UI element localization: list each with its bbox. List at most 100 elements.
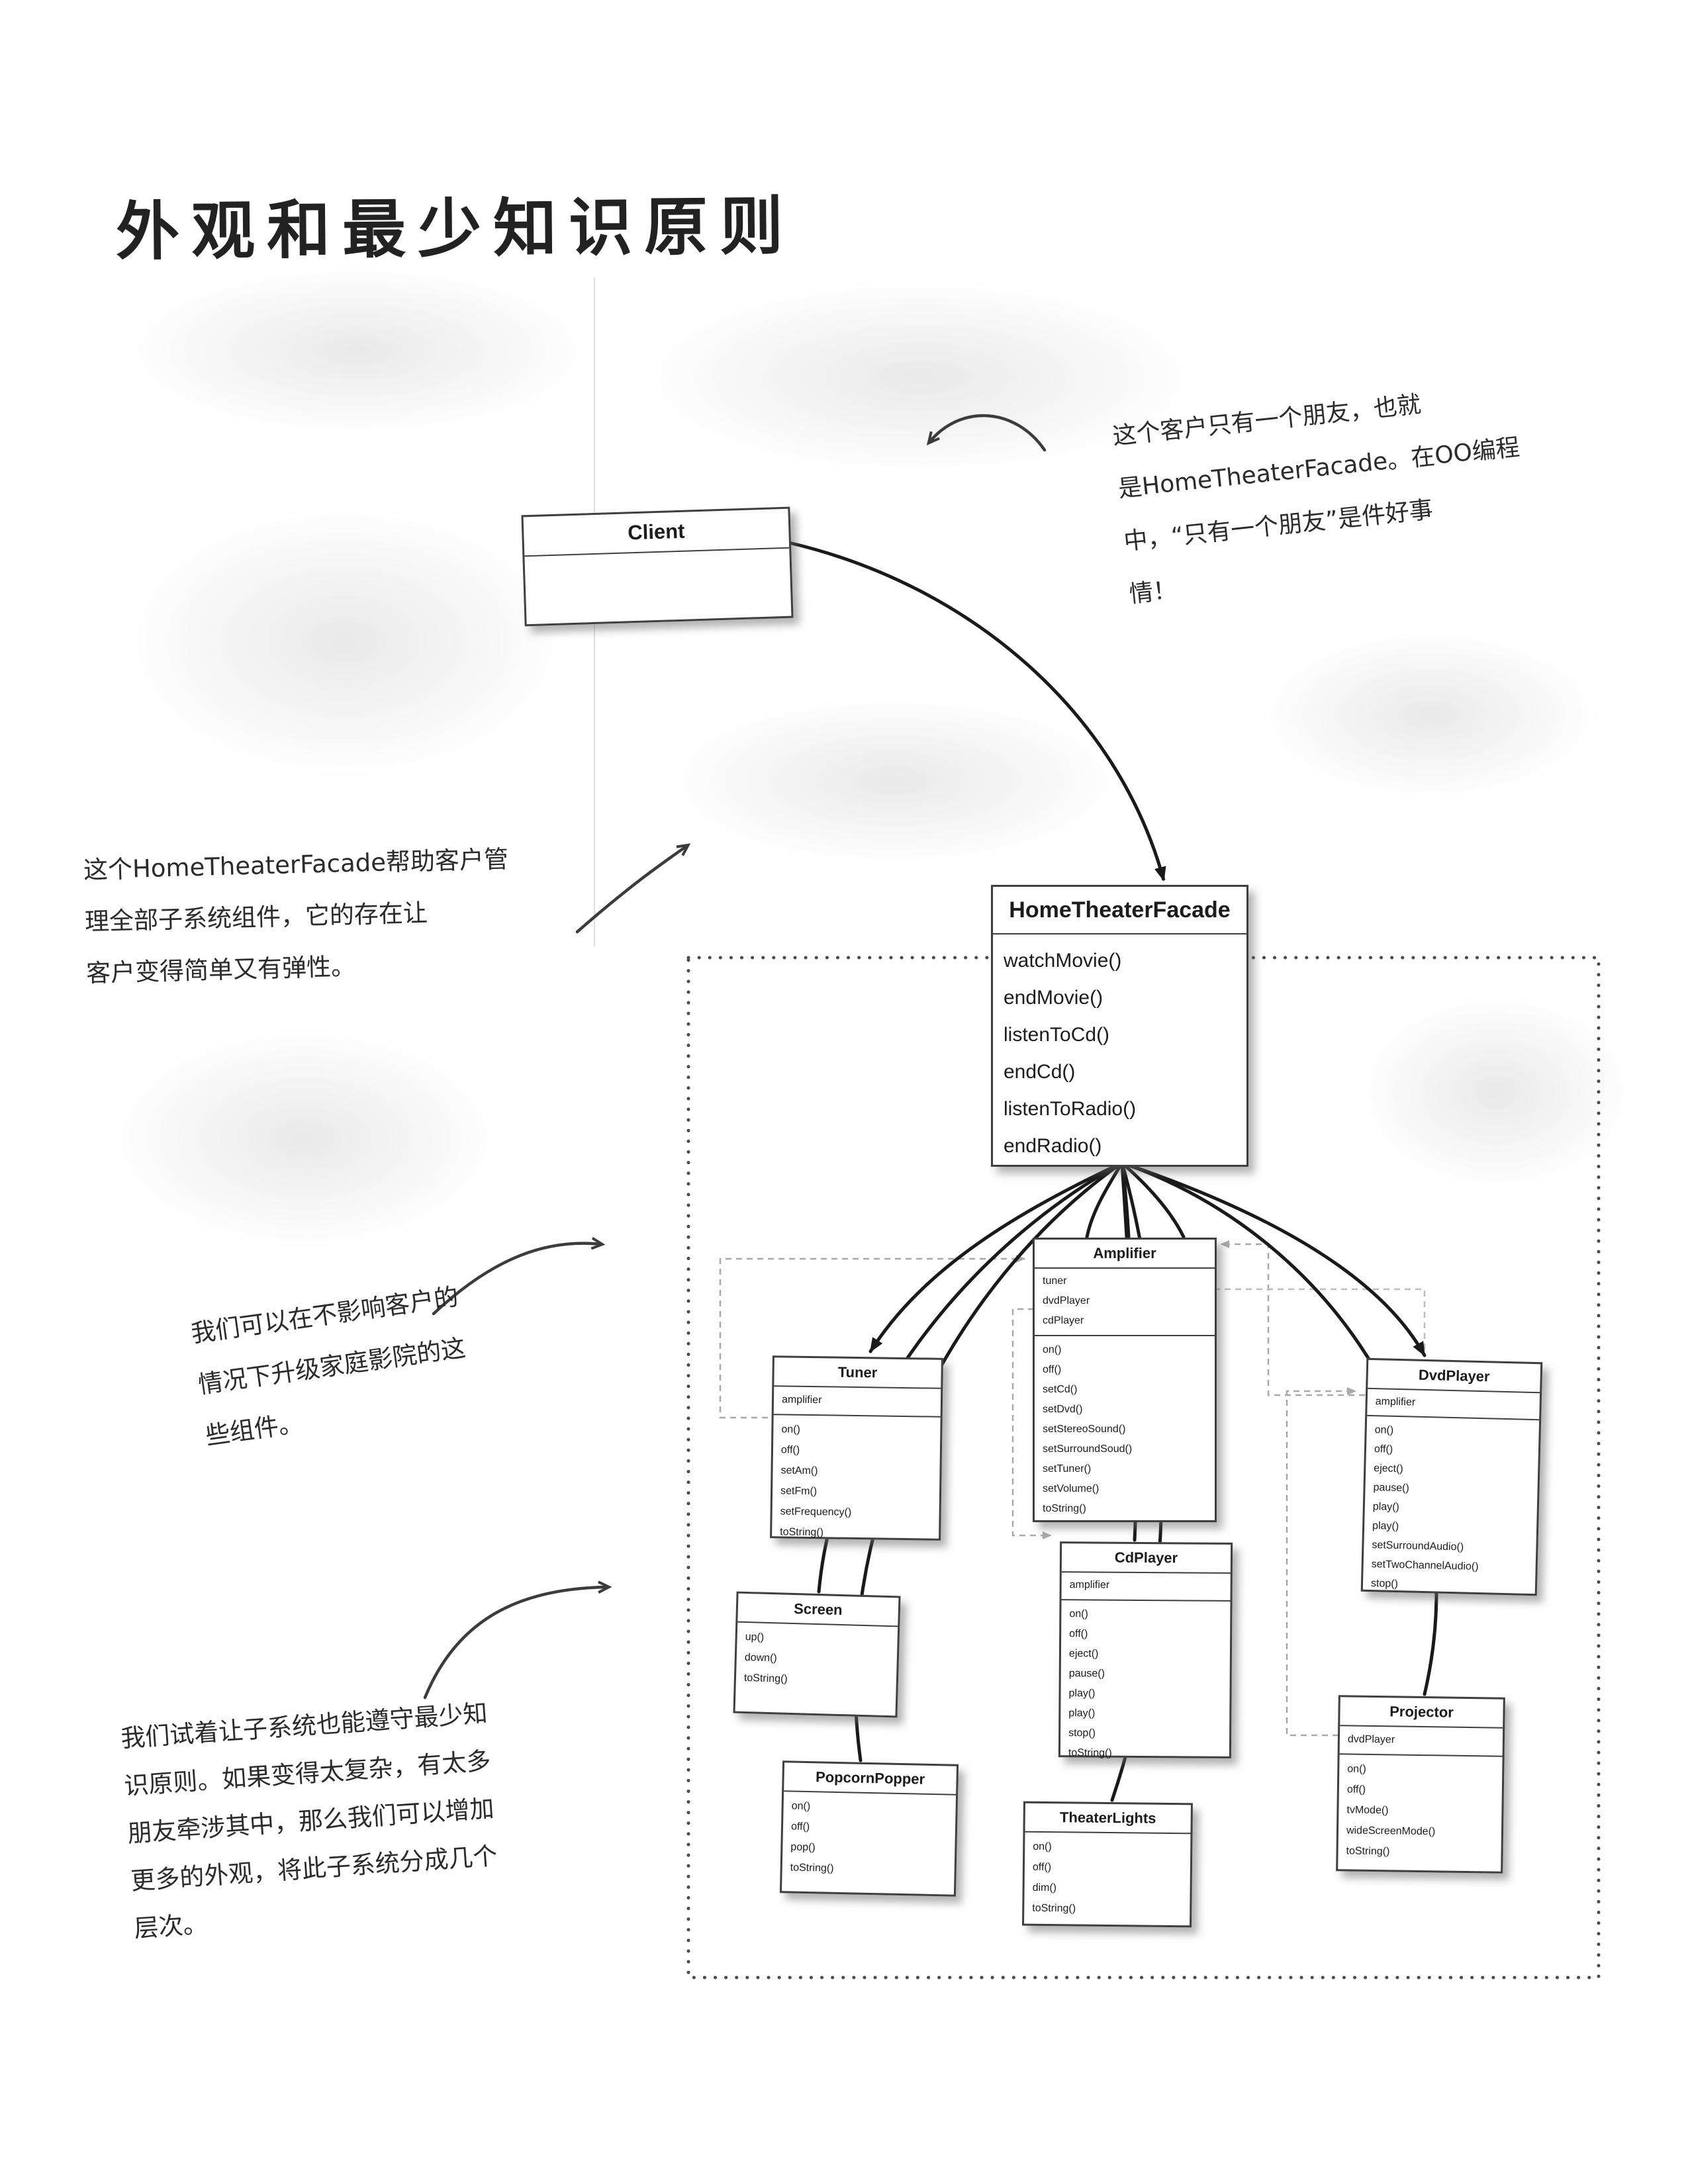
connector-facade-strand — [1120, 1161, 1186, 1239]
method-label: eject() — [1068, 1648, 1099, 1660]
method-label: off() — [1043, 1364, 1062, 1375]
method-label: endMovie() — [1004, 987, 1103, 1009]
class-attributes: dvdPlayer — [1339, 1726, 1503, 1757]
method-label: on() — [1347, 1763, 1366, 1775]
client-note-arrow — [926, 414, 1047, 452]
method-label: listenToCd() — [1004, 1024, 1110, 1046]
method-label: toString() — [790, 1862, 834, 1874]
method-label: off() — [1032, 1861, 1052, 1874]
class-title: Screen — [737, 1593, 899, 1627]
subsystem-note-arrow — [423, 1580, 612, 1700]
method-label: dim() — [1032, 1882, 1057, 1894]
class-title: DvdPlayer — [1368, 1359, 1541, 1394]
connector-client-facade — [788, 541, 1166, 882]
method-label: endCd() — [1004, 1061, 1076, 1083]
method-label: setVolume() — [1043, 1483, 1100, 1494]
method-label: listenToRadio() — [1004, 1098, 1137, 1120]
client-note: 这个客户只有一个朋友，也就是HomeTheaterFacade。在OO编程中，“… — [1110, 369, 1534, 621]
method-label: off() — [780, 1444, 800, 1456]
ref-dvdplayer-to-amplifier — [1220, 1240, 1365, 1396]
connector-facade-strand — [1120, 1161, 1131, 1239]
ref-amplifier-to-dvdplayer — [1214, 1288, 1426, 1357]
class-methods: on()off()eject()pause()play()play()stop(… — [1060, 1600, 1231, 1767]
attribute-label: dvdPlayer — [1347, 1733, 1395, 1746]
method-label: toString() — [1346, 1845, 1390, 1858]
class-box-hometheaterfacade: HomeTheaterFacade watchMovie() endMovie()… — [991, 885, 1248, 1167]
method-label: watchMovie() — [1004, 950, 1122, 972]
class-methods: up()down()toString() — [735, 1623, 898, 1716]
attribute-label: amplifier — [1069, 1579, 1110, 1591]
connector-facade-amplifier — [1085, 1161, 1124, 1239]
class-attributes: amplifier — [773, 1387, 941, 1418]
attribute-label: tuner — [1043, 1275, 1067, 1287]
class-methods: on() off() pop() toString() — [782, 1792, 956, 1894]
class-methods: on() off() tvMode() wideScreenMode() toStrin… — [1338, 1754, 1502, 1871]
method-label: off() — [790, 1821, 810, 1833]
method-label: pause() — [1068, 1668, 1105, 1680]
upgrade-note-arrow — [432, 1236, 606, 1316]
ref-projector-to-dvdplayer — [1286, 1387, 1356, 1737]
method-label: setDvd() — [1043, 1404, 1083, 1415]
subsystem-note: 我们试着让子系统也能遵守最少知识原则。如果变得太复杂，有太多朋友牵涉其中，那么我… — [119, 1690, 502, 1953]
class-box-dvdplayer: DvdPlayer amplifier on()off()eject()paus… — [1360, 1357, 1543, 1596]
method-label: toString() — [1068, 1747, 1112, 1759]
connector-facade-tuner — [868, 1161, 1124, 1353]
class-box-theaterlights: TheaterLights on() off() dim() toString() — [1022, 1801, 1193, 1928]
attribute-label: dvdPlayer — [1043, 1295, 1090, 1306]
attribute-label: cdPlayer — [1043, 1315, 1084, 1326]
method-label: toString() — [743, 1672, 788, 1685]
class-box-screen: Screen up()down()toString() — [733, 1591, 901, 1718]
method-label: play() — [1068, 1688, 1096, 1700]
class-box-tuner: Tuner amplifier on() off() setAm() setFm() s… — [770, 1355, 943, 1541]
method-label: endRadio() — [1004, 1135, 1102, 1157]
method-label: setFrequency() — [780, 1506, 852, 1518]
method-label: off() — [1069, 1628, 1088, 1640]
attribute-label: amplifier — [1375, 1396, 1416, 1408]
method-label: on() — [781, 1424, 800, 1435]
method-label: on() — [1043, 1344, 1062, 1355]
method-label: on() — [1033, 1841, 1052, 1853]
class-methods: on() off() dim() toString() — [1024, 1833, 1190, 1926]
class-box-cdplayer: CdPlayer amplifier on()off()eject()pause… — [1058, 1541, 1233, 1759]
method-label: toString() — [1043, 1503, 1086, 1514]
method-label: setStereoSound() — [1043, 1424, 1126, 1435]
method-label: setCd() — [1043, 1384, 1078, 1395]
class-methods: watchMovie() endMovie() listenToCd() endCd(… — [993, 934, 1246, 1165]
ref-amplifier-to-cdplayer — [1011, 1308, 1052, 1539]
class-attributes: amplifier — [1061, 1572, 1231, 1602]
class-title: HomeTheaterFacade — [993, 887, 1246, 934]
method-label: setFm() — [780, 1485, 818, 1498]
ref-tuner-to-amplifier — [719, 1255, 1025, 1419]
method-label: on() — [791, 1800, 811, 1813]
method-label: play() — [1068, 1707, 1096, 1719]
method-label: off() — [1346, 1784, 1366, 1796]
class-box-amplifier: Amplifier tuner dvdPlayer cdPlayer on() off… — [1033, 1238, 1217, 1522]
method-label: toString() — [1032, 1902, 1076, 1915]
class-methods: on() off() setCd() setDvd() setStereoSound()… — [1035, 1336, 1215, 1522]
class-attributes: tuner dvdPlayer cdPlayer — [1035, 1269, 1215, 1336]
facade-note-arrow — [575, 843, 691, 934]
method-label: setAm() — [780, 1465, 818, 1477]
attribute-label: amplifier — [781, 1394, 822, 1406]
class-title: Projector — [1340, 1697, 1503, 1729]
class-box-popcornpopper: PopcornPopper on() off() pop() toString() — [779, 1760, 959, 1897]
class-title: CdPlayer — [1061, 1543, 1231, 1574]
class-methods: on() off() setAm() setFm() setFrequency() toS… — [772, 1415, 941, 1547]
connector-facade-dvdplayer — [1120, 1161, 1427, 1357]
facade-note: 这个HomeTheaterFacade帮助客户管理全部子系统组件，它的存在让客户… — [83, 834, 512, 1000]
method-label: pop() — [790, 1841, 816, 1854]
method-label: setTuner() — [1043, 1463, 1092, 1475]
method-label: toString() — [780, 1526, 824, 1539]
class-box-client: Client — [521, 506, 794, 627]
class-title: PopcornPopper — [784, 1762, 957, 1796]
method-label: stop() — [1068, 1727, 1096, 1739]
class-title: Tuner — [774, 1357, 941, 1389]
class-title: TheaterLights — [1025, 1803, 1191, 1835]
method-label: stop() — [1370, 1578, 1399, 1590]
class-attributes: amplifier — [1367, 1388, 1540, 1421]
class-box-projector: Projector dvdPlayer on() off() tvMode() wid… — [1336, 1695, 1505, 1874]
class-title: Amplifier — [1035, 1240, 1215, 1269]
method-label: wideScreenMode() — [1346, 1825, 1436, 1838]
method-label: tvMode() — [1346, 1804, 1389, 1817]
